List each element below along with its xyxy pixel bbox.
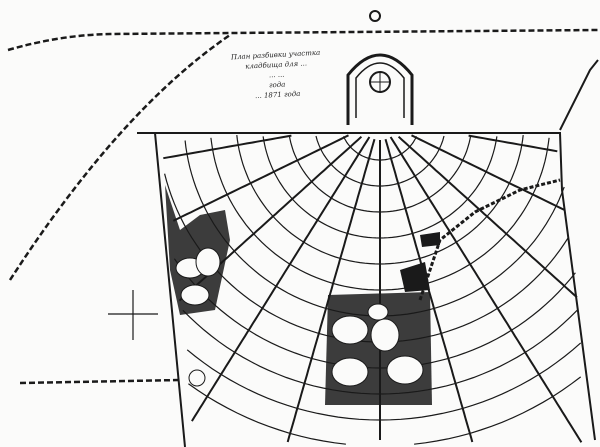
plot-ring-path — [186, 342, 582, 421]
radial-alley — [163, 134, 292, 160]
road-right — [559, 59, 599, 131]
chapel-enclosure — [346, 53, 414, 125]
title-block: План разбивки участка кладбища для ... .… — [231, 48, 323, 103]
stream — [418, 178, 561, 301]
radial-alley — [286, 138, 376, 443]
radial-alley — [411, 134, 565, 211]
radial-alley — [384, 138, 474, 443]
radial-alley — [191, 136, 371, 422]
radial-alley — [172, 134, 349, 222]
compass-cross — [108, 290, 158, 340]
radial-alley — [397, 135, 578, 299]
plan-boundary — [137, 132, 596, 447]
railway-line-curve — [8, 33, 231, 281]
plot-ring-path — [188, 376, 582, 445]
railway-line-bottom — [19, 378, 181, 385]
radial-alley — [468, 134, 558, 153]
railway-line-top — [7, 28, 599, 52]
radial-alley — [389, 136, 583, 443]
wooded-area — [165, 185, 230, 315]
